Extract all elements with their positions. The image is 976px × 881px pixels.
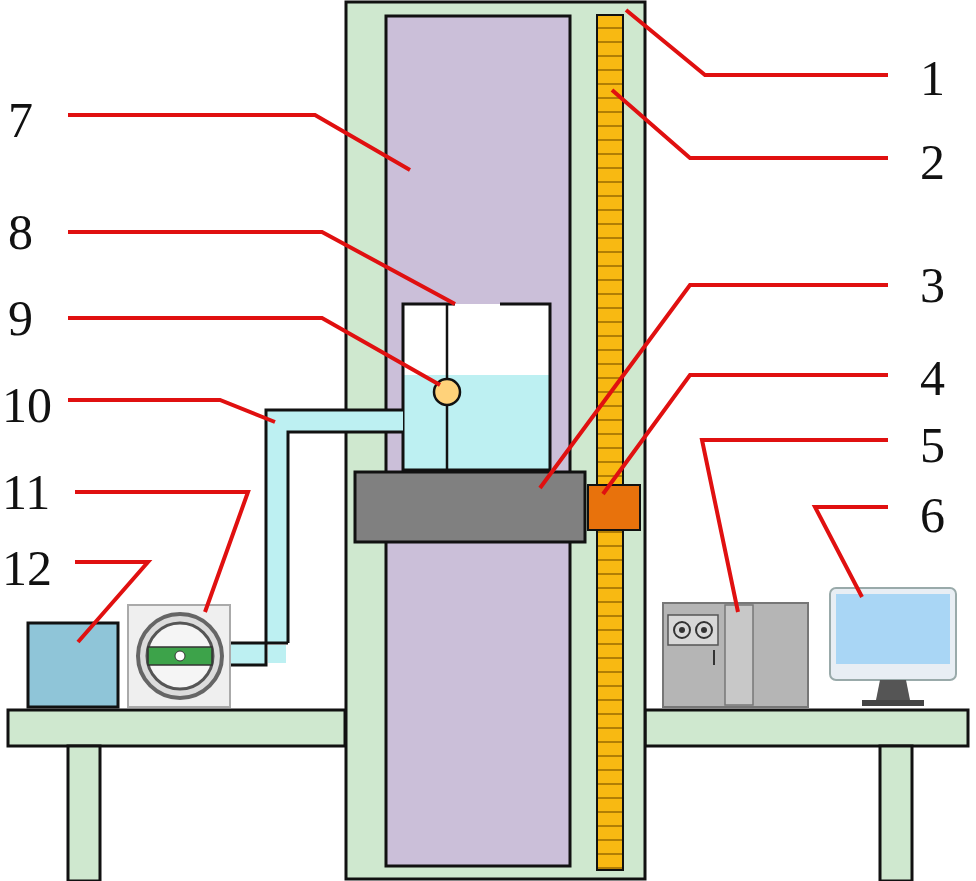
callout-number: 7 bbox=[6, 95, 35, 145]
callout-number: 2 bbox=[918, 137, 947, 187]
callout-number: 3 bbox=[918, 260, 947, 310]
callout-number: 6 bbox=[918, 490, 947, 540]
callout-number: 12 bbox=[0, 543, 54, 593]
callout-number: 8 bbox=[6, 207, 35, 257]
callout-number: 10 bbox=[0, 380, 54, 430]
callout-number: 9 bbox=[6, 293, 35, 343]
callout-number: 4 bbox=[918, 353, 947, 403]
callout-number: 1 bbox=[918, 53, 947, 103]
callout-number: 5 bbox=[918, 420, 947, 470]
callout-number: 11 bbox=[0, 467, 52, 517]
